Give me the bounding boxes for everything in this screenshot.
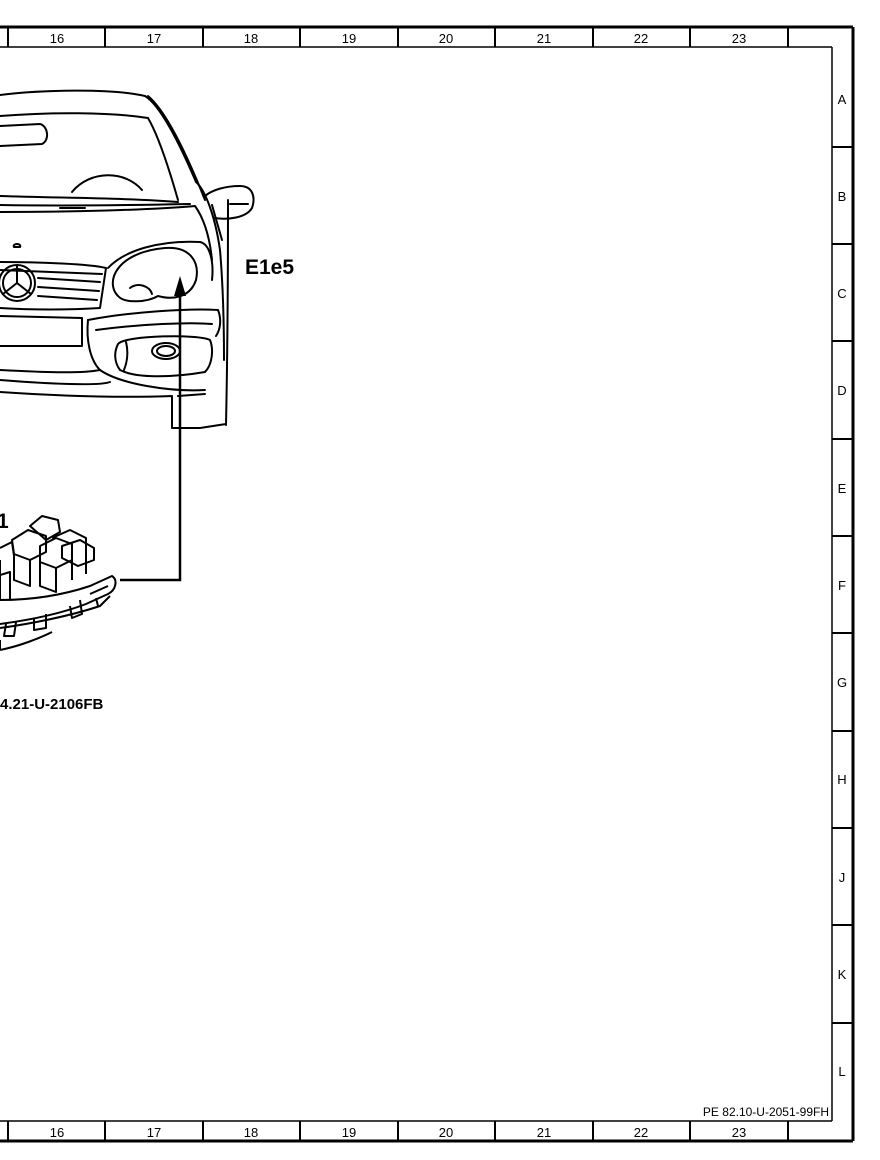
bottom-column-ruler [7, 1121, 789, 1141]
partial-reference-label: 1 [0, 510, 9, 533]
column-label: 18 [244, 31, 258, 46]
bottom-column-labels: 16 17 18 19 20 21 22 23 [50, 1125, 746, 1140]
row-label: B [838, 189, 847, 204]
row-label: A [838, 92, 847, 107]
row-label: C [837, 286, 846, 301]
column-label: 23 [732, 31, 746, 46]
document-id: PE 82.10-U-2051-99FH [703, 1105, 829, 1119]
top-column-labels: 16 17 18 19 20 21 22 23 [50, 31, 746, 46]
column-label: 16 [50, 31, 64, 46]
leader-arrow-icon [174, 276, 186, 296]
top-column-ruler [7, 27, 789, 47]
column-label: 22 [634, 1125, 648, 1140]
column-label: 19 [342, 31, 356, 46]
column-label: 16 [50, 1125, 64, 1140]
partial-drawing-reference: 4.21-U-2106FB [0, 696, 104, 713]
column-label: 17 [147, 1125, 161, 1140]
component-label-e1e5: E1e5 [245, 256, 294, 279]
car-front-illustration [0, 89, 255, 429]
row-label: K [838, 967, 847, 982]
row-label: F [838, 578, 846, 593]
row-label: D [837, 383, 846, 398]
connection-leader [120, 286, 182, 582]
column-label: 17 [147, 31, 161, 46]
relay-box-illustration [0, 515, 117, 651]
column-label: 23 [732, 1125, 746, 1140]
column-label: 20 [439, 31, 453, 46]
row-label: H [837, 772, 846, 787]
column-label: 20 [439, 1125, 453, 1140]
column-label: 21 [537, 31, 551, 46]
column-label: 22 [634, 31, 648, 46]
column-label: 18 [244, 1125, 258, 1140]
row-label: E [838, 481, 847, 496]
column-label: 21 [537, 1125, 551, 1140]
column-label: 19 [342, 1125, 356, 1140]
right-row-ruler [832, 146, 853, 1024]
row-label: G [837, 675, 847, 690]
sheet-frame [0, 25, 855, 1143]
row-label: J [839, 870, 846, 885]
row-label: L [838, 1064, 845, 1079]
row-labels: A B C D E F G H J K L [837, 92, 847, 1079]
